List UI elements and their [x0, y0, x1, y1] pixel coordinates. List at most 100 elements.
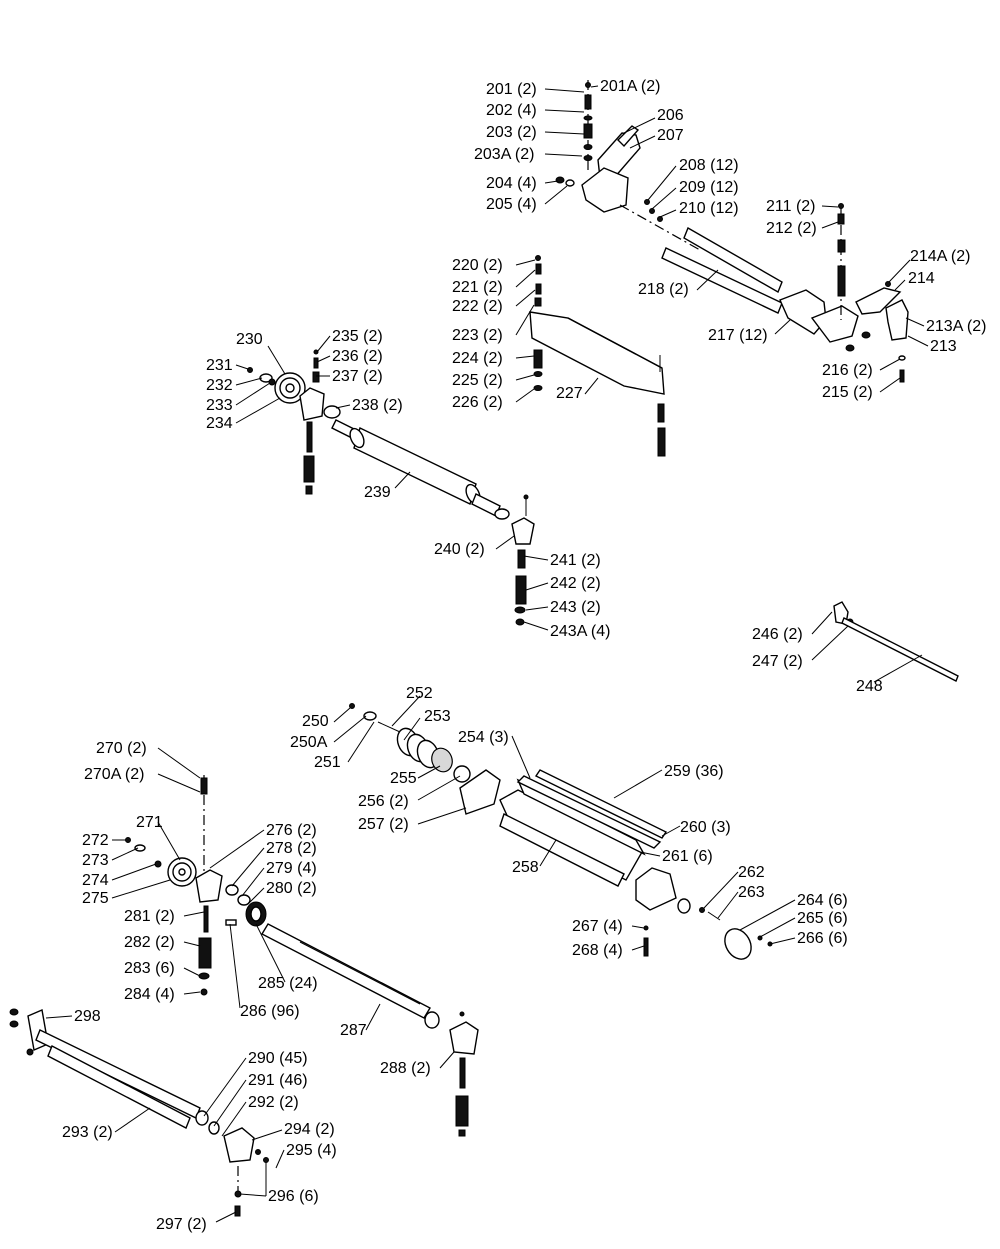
- label-206: 206: [657, 107, 684, 124]
- label-294: 294 (2): [284, 1121, 335, 1138]
- label-239: 239: [364, 484, 391, 501]
- label-236: 236 (2): [332, 348, 383, 365]
- label-234: 234: [206, 415, 233, 432]
- label-267: 267 (4): [572, 918, 623, 935]
- label-213a: 213A (2): [926, 318, 986, 335]
- label-263: 263: [738, 884, 765, 901]
- label-202: 202 (4): [486, 102, 537, 119]
- label-241: 241 (2): [550, 552, 601, 569]
- label-211: 211 (2): [766, 198, 816, 215]
- label-226: 226 (2): [452, 394, 503, 411]
- label-232: 232: [206, 377, 233, 394]
- label-230: 230: [236, 331, 263, 348]
- part-labels: 201 (2) 201A (2) 202 (4) 203 (2) 203A (2…: [62, 78, 986, 1233]
- outfeed-roller-assembly: [125, 775, 479, 1137]
- label-282: 282 (2): [124, 934, 175, 951]
- label-270: 270 (2): [96, 740, 147, 757]
- label-201a: 201A (2): [600, 78, 660, 95]
- label-214a: 214A (2): [910, 248, 970, 265]
- label-201: 201 (2): [486, 81, 537, 98]
- label-205: 205 (4): [486, 196, 537, 213]
- lever-rod-assembly: [833, 601, 959, 682]
- label-250: 250: [302, 713, 329, 730]
- label-210: 210 (12): [679, 200, 739, 217]
- label-209: 209 (12): [679, 179, 739, 196]
- label-270a: 270A (2): [84, 766, 144, 783]
- infeed-roller-assembly: [247, 349, 535, 626]
- label-258: 258: [512, 859, 539, 876]
- label-235: 235 (2): [332, 328, 383, 345]
- top-roller-assembly: [555, 80, 909, 383]
- label-285: 285 (24): [258, 975, 318, 992]
- label-227: 227: [556, 385, 583, 402]
- label-259: 259 (36): [664, 763, 724, 780]
- leader-lines: [45, 85, 929, 1223]
- label-251: 251: [314, 754, 341, 771]
- label-278: 278 (2): [266, 840, 317, 857]
- label-237: 237 (2): [332, 368, 383, 385]
- pressure-bar-assembly: [529, 255, 666, 457]
- label-276: 276 (2): [266, 822, 317, 839]
- label-243a: 243A (4): [550, 623, 610, 640]
- label-222: 222 (2): [452, 298, 503, 315]
- label-288: 288 (2): [380, 1060, 431, 1077]
- label-268: 268 (4): [572, 942, 623, 959]
- label-247: 247 (2): [752, 653, 803, 670]
- label-212: 212 (2): [766, 220, 817, 237]
- label-242: 242 (2): [550, 575, 601, 592]
- label-280: 280 (2): [266, 880, 317, 897]
- label-284: 284 (4): [124, 986, 175, 1003]
- label-254: 254 (3): [458, 729, 509, 746]
- label-287: 287: [340, 1022, 367, 1039]
- label-224: 224 (2): [452, 350, 503, 367]
- label-217: 217 (12): [708, 327, 768, 344]
- label-203a: 203A (2): [474, 146, 534, 163]
- label-295: 295 (4): [286, 1142, 337, 1159]
- label-272: 272: [82, 832, 109, 849]
- label-297: 297 (2): [156, 1216, 207, 1233]
- label-298: 298: [74, 1008, 101, 1025]
- label-265: 265 (6): [797, 910, 848, 927]
- label-279: 279 (4): [266, 860, 317, 877]
- label-218: 218 (2): [638, 281, 689, 298]
- label-233: 233: [206, 397, 233, 414]
- label-246: 246 (2): [752, 626, 803, 643]
- label-215: 215 (2): [822, 384, 873, 401]
- label-214: 214: [908, 270, 935, 287]
- label-255: 255: [390, 770, 417, 787]
- label-223: 223 (2): [452, 327, 503, 344]
- label-213: 213: [930, 338, 957, 355]
- label-257: 257 (2): [358, 816, 409, 833]
- cutterhead-assembly: [349, 703, 773, 960]
- label-253: 253: [424, 708, 451, 725]
- label-207: 207: [657, 127, 684, 144]
- lower-frame-assembly: [9, 1008, 269, 1217]
- label-225: 225 (2): [452, 372, 503, 389]
- label-274: 274: [82, 872, 109, 889]
- label-221: 221 (2): [452, 279, 503, 296]
- label-252: 252: [406, 685, 433, 702]
- label-204: 204 (4): [486, 175, 537, 192]
- label-203: 203 (2): [486, 124, 537, 141]
- label-286: 286 (96): [240, 1003, 300, 1020]
- label-248: 248: [856, 678, 883, 695]
- label-291: 291 (46): [248, 1072, 308, 1089]
- label-216: 216 (2): [822, 362, 873, 379]
- label-264: 264 (6): [797, 892, 848, 909]
- label-292: 292 (2): [248, 1094, 299, 1111]
- label-208: 208 (12): [679, 157, 739, 174]
- label-271: 271: [136, 814, 163, 831]
- label-275: 275: [82, 890, 109, 907]
- label-293: 293 (2): [62, 1124, 113, 1141]
- label-262: 262: [738, 864, 765, 881]
- label-261: 261 (6): [662, 848, 713, 865]
- label-250a: 250A: [290, 734, 328, 751]
- label-243: 243 (2): [550, 599, 601, 616]
- label-290: 290 (45): [248, 1050, 308, 1067]
- label-238: 238 (2): [352, 397, 403, 414]
- label-296: 296 (6): [268, 1188, 319, 1205]
- label-220: 220 (2): [452, 257, 503, 274]
- label-260: 260 (3): [680, 819, 731, 836]
- label-231: 231: [206, 357, 233, 374]
